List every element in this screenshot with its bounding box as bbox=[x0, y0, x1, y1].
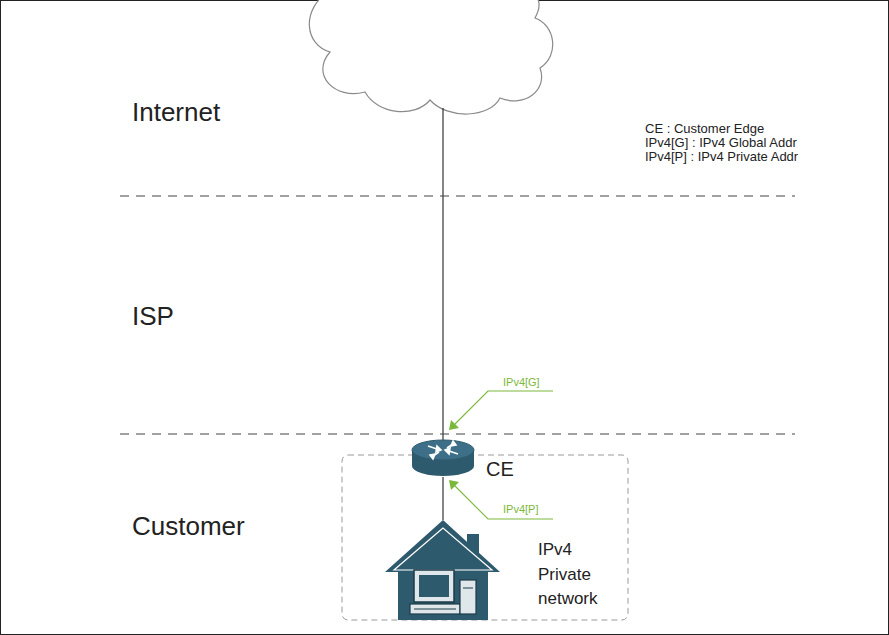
private-network-node: IPv4 Private network bbox=[380, 520, 630, 618]
node-text: CE bbox=[486, 458, 514, 480]
legend-note: IPv4[G] : IPv4 Global Addr bbox=[645, 136, 797, 150]
link-wire bbox=[442, 477, 443, 520]
zone-label: Customer bbox=[132, 512, 245, 541]
legend-note: CE : Customer Edge bbox=[645, 122, 764, 136]
internet-cloud bbox=[309, 0, 552, 114]
boundary-line bbox=[120, 195, 795, 196]
house-icon bbox=[380, 520, 505, 620]
router-icon bbox=[410, 436, 476, 482]
legend-note: IPv4[P] : IPv4 Private Addr bbox=[645, 150, 798, 164]
address-callout: IPv4[P] bbox=[503, 503, 538, 515]
address-callout: IPv4[G] bbox=[503, 376, 540, 388]
zone-label: Internet bbox=[132, 98, 220, 127]
uplink-wire bbox=[442, 108, 443, 440]
router-node: CE bbox=[410, 436, 518, 488]
zone-label: ISP bbox=[132, 302, 174, 331]
boundary-line bbox=[120, 433, 795, 434]
node-text: IPv4 Private network bbox=[538, 538, 618, 612]
customer-boundary bbox=[342, 455, 628, 620]
